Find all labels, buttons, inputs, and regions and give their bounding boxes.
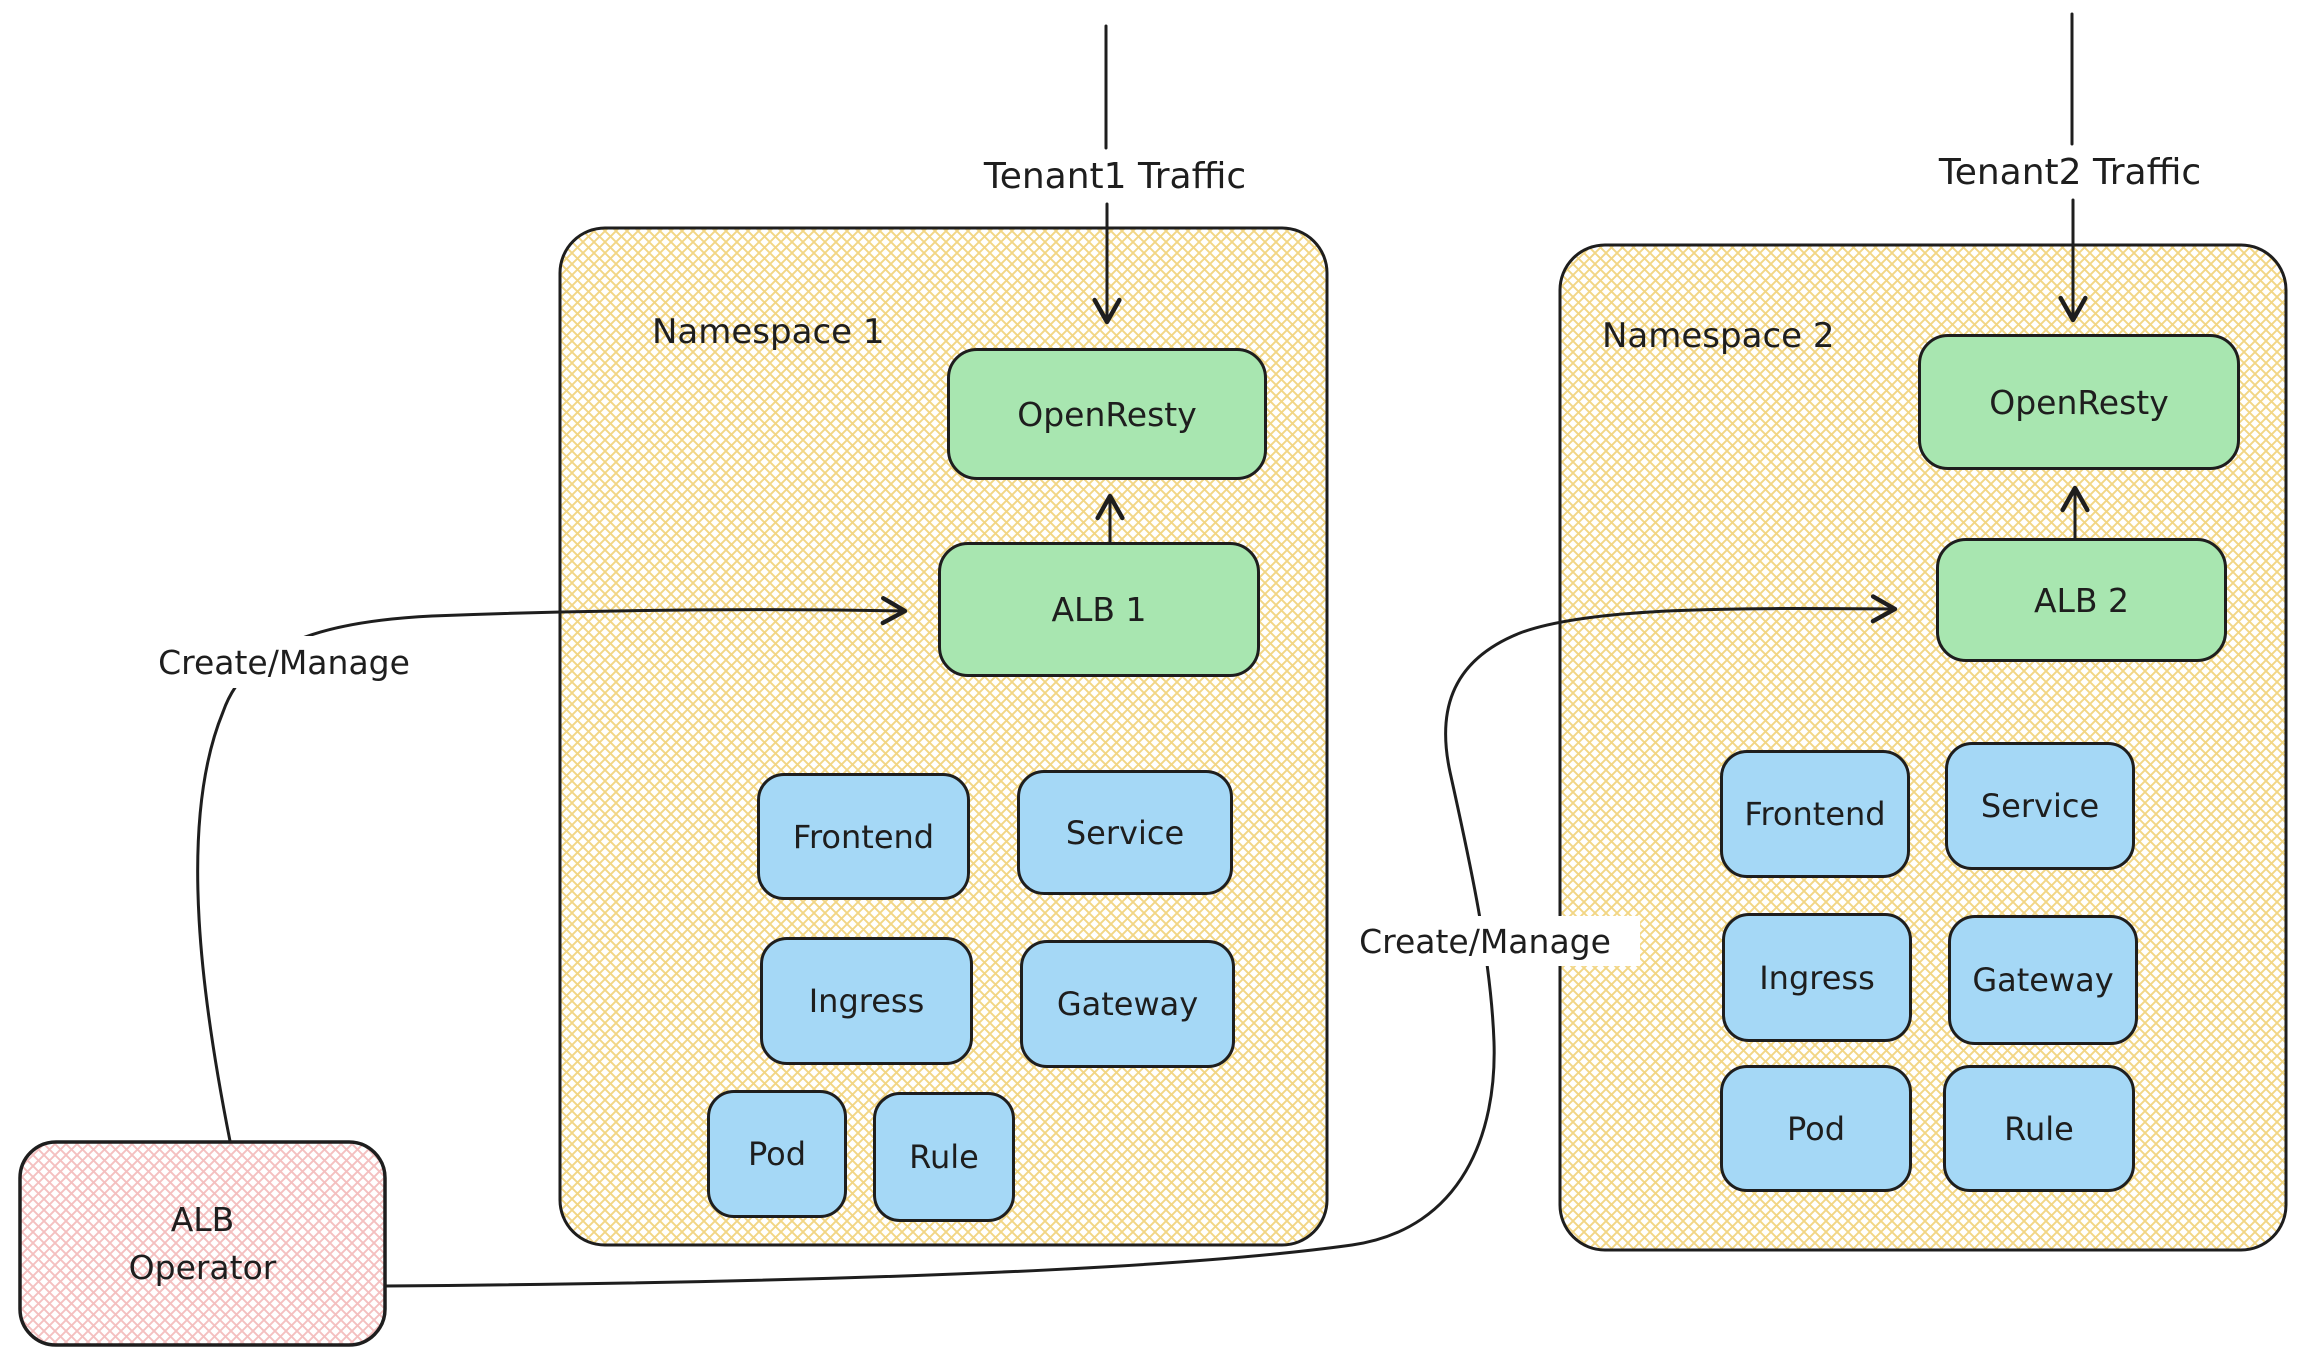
namespace2-title: Namespace 2	[1602, 316, 1835, 356]
namespace2-resource-gateway: Gateway	[1948, 915, 2138, 1045]
alb-operator-label-line1: ALB	[170, 1199, 235, 1239]
alb-operator-label: ALB Operator	[20, 1156, 385, 1331]
tenant2-traffic-label: Tenant2 Traffic	[1890, 146, 2250, 198]
namespace2-resource-ingress: Ingress	[1722, 913, 1912, 1042]
create-manage-left-label: Create/Manage	[148, 636, 420, 688]
namespace2-alb-box: ALB 2	[1936, 538, 2227, 662]
namespace1-openresty-box: OpenResty	[947, 348, 1267, 480]
alb-operator-label-line2: Operator	[128, 1247, 277, 1287]
tenant1-traffic-label: Tenant1 Traffic	[935, 150, 1295, 202]
namespace2-resource-rule: Rule	[1943, 1065, 2135, 1192]
namespace2-resource-pod: Pod	[1720, 1065, 1912, 1192]
namespace1-alb-box: ALB 1	[938, 542, 1260, 677]
namespace1-resource-pod: Pod	[707, 1090, 847, 1218]
namespace1-resource-ingress: Ingress	[760, 937, 973, 1065]
namespace1-resource-rule: Rule	[873, 1092, 1015, 1222]
namespace1-resource-service: Service	[1017, 770, 1233, 895]
namespace1-title: Namespace 1	[652, 312, 885, 352]
namespace1-resource-frontend: Frontend	[757, 773, 970, 900]
namespace1-resource-gateway: Gateway	[1020, 940, 1235, 1068]
namespace2-openresty-box: OpenResty	[1918, 334, 2240, 470]
operator-to-alb2-arrow	[383, 594, 1898, 1288]
namespace2-resource-frontend: Frontend	[1720, 750, 1910, 878]
namespace2-resource-service: Service	[1945, 742, 2135, 870]
create-manage-right-label: Create/Manage	[1330, 916, 1640, 966]
